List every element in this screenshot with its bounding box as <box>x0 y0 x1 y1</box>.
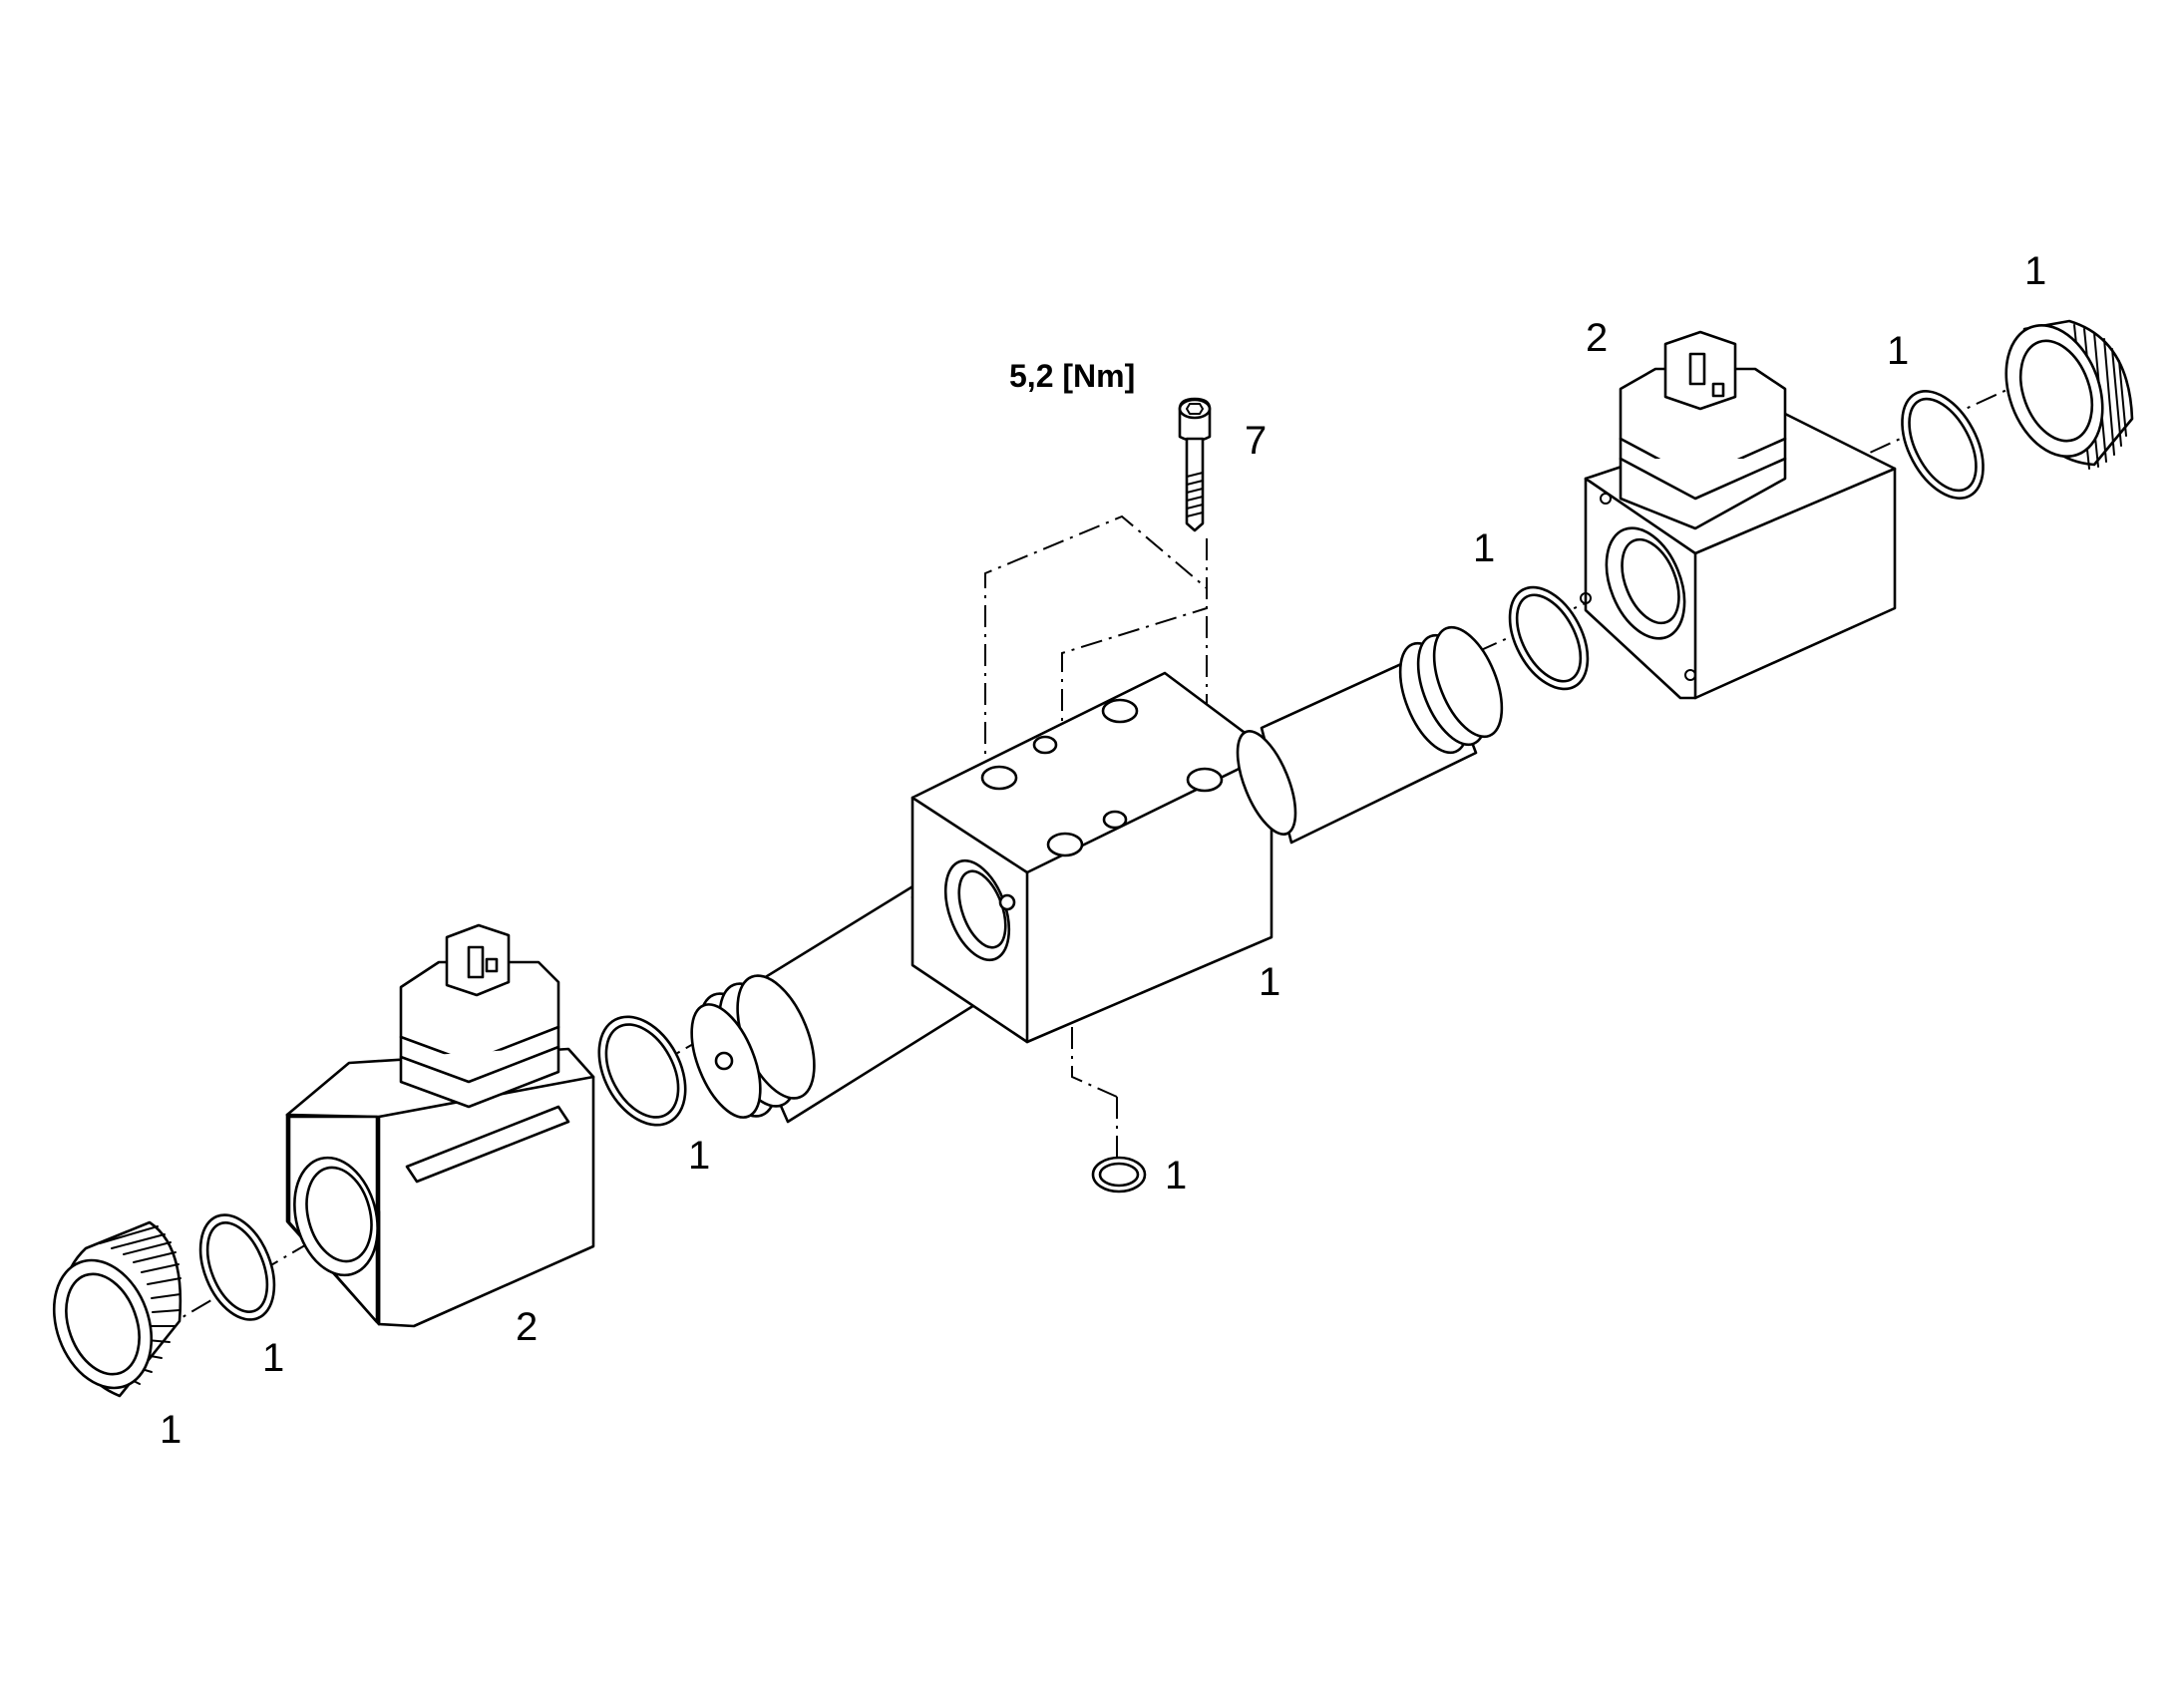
knurled-nut-right <box>2004 319 2134 470</box>
callout-o-ring-right-inner: 1 <box>1473 526 1495 570</box>
o-ring-left-outer <box>198 1213 276 1321</box>
callout-o-ring-small: 1 <box>1165 1154 1187 1197</box>
callout-coil-right: 2 <box>1586 316 1608 360</box>
solenoid-coil-right <box>1580 330 1897 700</box>
o-ring-small-bottom <box>1091 1156 1147 1194</box>
o-ring-right-inner <box>1508 585 1590 691</box>
callout-nut-right: 1 <box>2024 249 2046 293</box>
torque-label: 5,2 [Nm] <box>1009 358 1135 394</box>
knurled-nut-left <box>52 1220 182 1398</box>
o-ring-right-outer <box>1901 390 1985 500</box>
valve-body <box>910 671 1273 1044</box>
cap-screw <box>1178 397 1212 532</box>
o-ring-left-inner <box>597 1015 687 1127</box>
callout-o-ring-left-outer: 1 <box>262 1336 284 1380</box>
callout-nut-left: 1 <box>160 1408 182 1452</box>
callout-coil-left: 2 <box>516 1305 538 1349</box>
valve-stem-right <box>1236 625 1504 845</box>
callout-valve-body: 1 <box>1259 960 1280 1004</box>
solenoid-coil-left <box>285 923 595 1328</box>
callout-screw: 7 <box>1245 419 1267 463</box>
callout-o-ring-right-outer: 1 <box>1887 329 1909 373</box>
callout-o-ring-left-inner: 1 <box>688 1134 710 1178</box>
